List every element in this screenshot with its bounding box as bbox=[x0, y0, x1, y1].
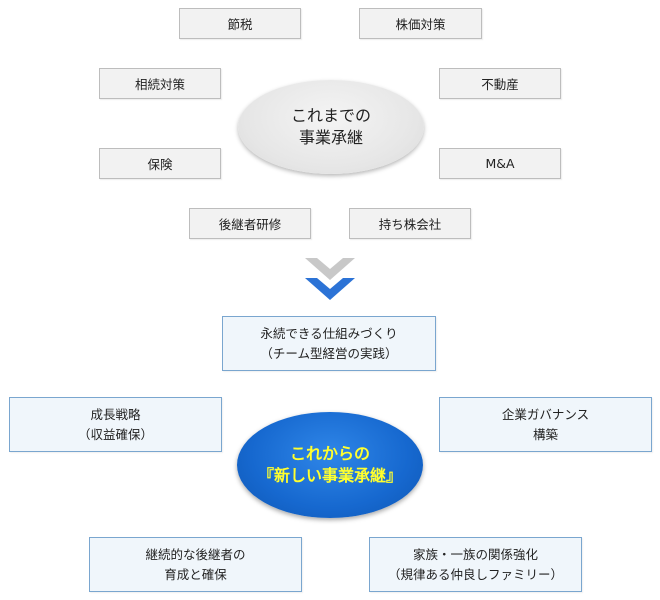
governance-line1: 企業ガバナンス bbox=[501, 406, 590, 422]
blue-chevron-icon bbox=[305, 278, 355, 300]
family-line2: （規律ある仲良しファミリー） bbox=[387, 566, 563, 582]
old-succession-oval: これまでの 事業承継 bbox=[238, 80, 424, 174]
old-succession-line2: 事業承継 bbox=[298, 128, 363, 147]
double-chevron-down-icon bbox=[305, 258, 355, 300]
old-item-kabuka-label: 株価対策 bbox=[395, 17, 446, 32]
old-item-fudousan: 不動産 bbox=[439, 68, 561, 99]
old-item-koukeisha-label: 後継者研修 bbox=[218, 217, 282, 232]
new-succession-oval: これからの 『新しい事業承継』 bbox=[237, 412, 423, 518]
governance-box: 企業ガバナンス 構築 bbox=[439, 397, 652, 452]
old-item-souzoku-label: 相続対策 bbox=[134, 77, 185, 92]
family-relations-box: 家族・一族の関係強化 （規律ある仲良しファミリー） bbox=[369, 537, 582, 592]
old-item-mochikabu: 持ち株会社 bbox=[349, 208, 471, 239]
old-item-hoken-label: 保険 bbox=[147, 157, 173, 172]
old-item-kabuka: 株価対策 bbox=[359, 8, 482, 39]
growth-line1: 成長戦略 bbox=[90, 406, 141, 422]
new-succession-line1: これからの bbox=[289, 444, 370, 463]
old-item-hoken: 保険 bbox=[99, 148, 221, 179]
new-succession-line2: 『新しい事業承継』 bbox=[257, 466, 402, 485]
old-item-fudousan-label: 不動産 bbox=[481, 77, 519, 92]
successor-line1: 継続的な後継者の bbox=[145, 546, 246, 562]
successor-development-box: 継続的な後継者の 育成と確保 bbox=[89, 537, 302, 592]
growth-strategy-box: 成長戦略 （収益確保） bbox=[9, 397, 222, 452]
old-succession-line1: これまでの bbox=[290, 106, 371, 125]
sustainable-line1: 永続できる仕組みづくり bbox=[260, 325, 398, 341]
gray-chevron-icon bbox=[305, 258, 355, 280]
family-line1: 家族・一族の関係強化 bbox=[412, 546, 538, 562]
governance-line2: 構築 bbox=[532, 426, 558, 442]
old-item-setsuzei: 節税 bbox=[179, 8, 301, 39]
old-item-ma-label: M&A bbox=[485, 156, 515, 171]
sustainable-line2: （チーム型経営の実践） bbox=[260, 345, 398, 361]
old-item-souzoku: 相続対策 bbox=[99, 68, 221, 99]
old-item-koukeisha: 後継者研修 bbox=[189, 208, 311, 239]
growth-line2: （収益確保） bbox=[77, 426, 153, 442]
sustainable-mechanism-box: 永続できる仕組みづくり （チーム型経営の実践） bbox=[222, 316, 436, 371]
old-item-mochikabu-label: 持ち株会社 bbox=[378, 217, 442, 232]
old-item-ma: M&A bbox=[439, 148, 561, 179]
successor-line2: 育成と確保 bbox=[164, 566, 227, 582]
old-item-setsuzei-label: 節税 bbox=[227, 17, 253, 32]
